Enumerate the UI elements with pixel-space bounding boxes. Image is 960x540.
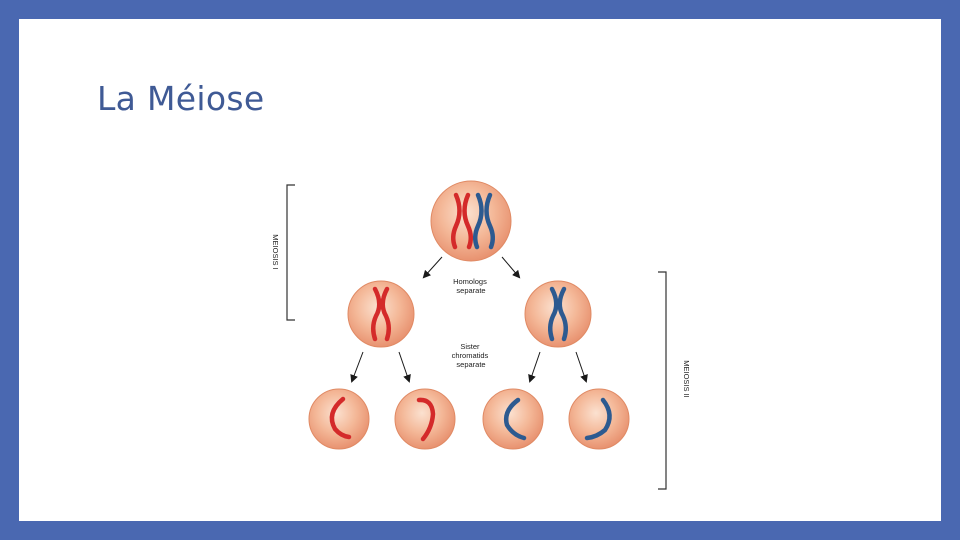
arrow-to-cell-3 xyxy=(528,351,541,383)
meiosis-1-bracket: MEIOSIS I xyxy=(271,184,295,321)
sister-chromatids-label: Sister chromatids separate xyxy=(452,342,491,369)
arrow-to-right-cell xyxy=(501,256,521,279)
red-chromatid xyxy=(416,397,436,442)
slide-title: La Méiose xyxy=(97,79,265,118)
arrow-to-left-cell xyxy=(422,256,443,279)
blue-chromatid xyxy=(584,397,612,441)
meiosis-2-label: MEIOSIS II xyxy=(682,360,691,398)
red-chromatid xyxy=(329,396,352,440)
meiosis-diagram: MEIOSIS I MEIOSIS II Homologs separate xyxy=(271,180,691,490)
arrow-to-cell-1 xyxy=(350,351,364,383)
red-chromosome-pair xyxy=(451,192,473,250)
gamete-cell-3 xyxy=(482,388,544,450)
blue-chromatid xyxy=(503,397,527,441)
blue-chromosome xyxy=(548,286,568,342)
gamete-cell-2 xyxy=(394,388,456,450)
slide: La Méiose MEIOSIS I MEIOSIS II xyxy=(19,19,941,521)
parent-cell xyxy=(430,180,512,262)
arrow-to-cell-2 xyxy=(398,351,411,383)
blue-chromosome-pair xyxy=(473,192,495,250)
meiosis-2-bracket: MEIOSIS II xyxy=(658,271,691,490)
gamete-cell-1 xyxy=(308,388,370,450)
daughter-cell-red xyxy=(347,280,415,348)
arrow-to-cell-4 xyxy=(575,351,588,383)
meiosis-1-label: MEIOSIS I xyxy=(271,234,280,269)
daughter-cell-blue xyxy=(524,280,592,348)
homologs-label: Homologs separate xyxy=(453,277,489,295)
gamete-cell-4 xyxy=(568,388,630,450)
red-chromosome xyxy=(371,286,391,342)
